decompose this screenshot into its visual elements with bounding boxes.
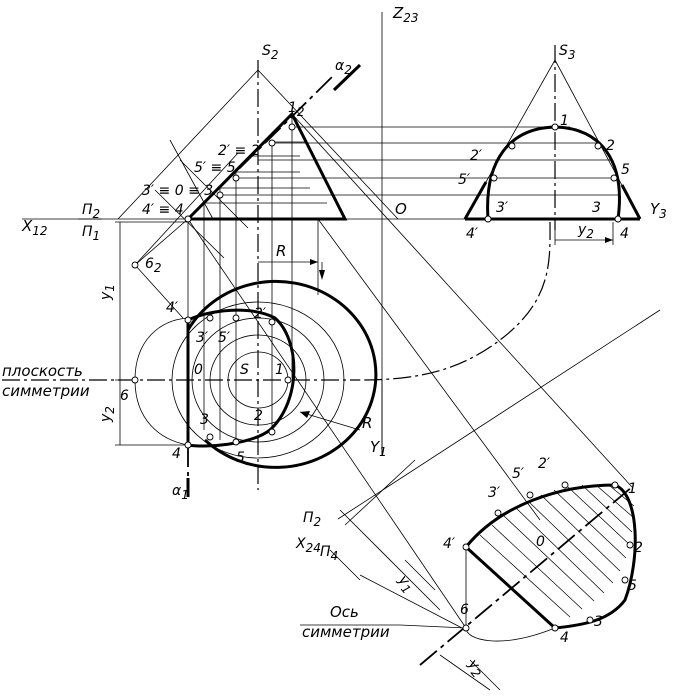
label-2-1: 2 bbox=[254, 408, 263, 424]
label-1-1: 1 bbox=[275, 362, 284, 378]
label-x24: X24 bbox=[295, 536, 321, 555]
label-5prime-1: 5′ bbox=[218, 330, 231, 346]
label-y2-side: y2 bbox=[577, 222, 594, 241]
label-3prime-2: 3′ ≡ 0 ≡ 3 bbox=[142, 183, 213, 199]
label-5prime-4: 5′ bbox=[512, 466, 525, 482]
label-y1-left: y1 bbox=[98, 284, 117, 301]
label-o: O bbox=[395, 200, 407, 218]
label-s2: S2 bbox=[262, 43, 279, 62]
label-z23: Z23 bbox=[392, 4, 419, 25]
label-6-2: 62 bbox=[145, 256, 162, 275]
transfer-arc bbox=[359, 221, 551, 381]
label-2-3: 2 bbox=[606, 138, 615, 154]
label-axis-symmetry-2: симметрии bbox=[302, 623, 390, 641]
label-5-3: 5 bbox=[621, 162, 630, 178]
label-1-3: 1 bbox=[560, 113, 569, 129]
radius-dimension-top bbox=[258, 259, 325, 280]
label-3prime-1: 3′ bbox=[196, 330, 209, 346]
label-1-2: 12 bbox=[288, 100, 305, 119]
label-5-1: 5 bbox=[236, 450, 245, 466]
label-axis-symmetry-1: Ось bbox=[330, 603, 359, 621]
label-r-top: R bbox=[276, 242, 286, 260]
label-2prime-1: 2′ bbox=[254, 306, 267, 322]
label-5prime-2: 5′ ≡ 5 bbox=[194, 160, 236, 176]
label-4-4: 4 bbox=[560, 630, 569, 646]
label-5prime-3: 5′ bbox=[458, 172, 471, 188]
label-4prime-1: 4′ bbox=[166, 300, 179, 316]
label-2prime-3: 2′ bbox=[470, 148, 483, 164]
front-view-cone bbox=[117, 60, 399, 490]
label-2-4: 2 bbox=[634, 540, 643, 556]
label-plane-symmetry-1: плоскость bbox=[2, 362, 83, 380]
label-pi2: П2 bbox=[82, 202, 100, 221]
projection-lines-horizontal bbox=[220, 126, 620, 196]
label-2prime-2: 2′ ≡ 2 bbox=[218, 143, 260, 159]
label-y2-aux: y2 bbox=[462, 656, 487, 681]
label-4-1: 4 bbox=[172, 446, 181, 462]
label-5-4: 5 bbox=[628, 578, 637, 594]
label-6-1: 6 bbox=[120, 388, 129, 404]
label-3prime-3: 3′ bbox=[496, 200, 509, 216]
construction-points bbox=[131, 123, 634, 632]
auxiliary-construction-lines bbox=[187, 113, 633, 629]
label-4prime-3: 4′ bbox=[466, 226, 479, 242]
label-3prime-4: 3′ bbox=[488, 485, 501, 501]
label-r-bottom: R bbox=[362, 414, 372, 432]
label-pi1: П1 bbox=[82, 224, 100, 243]
label-4prime-2: 4′ ≡ 4 bbox=[142, 202, 184, 218]
label-s3: S3 bbox=[559, 43, 576, 62]
label-1-4: 1 bbox=[628, 481, 637, 497]
label-6-4: 6 bbox=[460, 602, 469, 618]
label-alpha1: α1 bbox=[172, 483, 189, 502]
label-4prime-4: 4′ bbox=[443, 536, 456, 552]
labels: Z23 S2 S3 α2 α1 12 2′ ≡ 2 5′ ≡ 5 3′ ≡ 0 … bbox=[2, 4, 667, 681]
label-4-3: 4 bbox=[620, 226, 629, 242]
label-y3: Y3 bbox=[650, 200, 667, 221]
label-pi4: П4 bbox=[320, 544, 338, 563]
label-2prime-4: 2′ bbox=[538, 456, 551, 472]
label-3-4: 3 bbox=[594, 614, 603, 630]
label-s1: S bbox=[240, 362, 249, 378]
label-alpha2: α2 bbox=[335, 58, 352, 77]
label-plane-symmetry-2: симметрии bbox=[2, 382, 90, 400]
label-y2-left: y2 bbox=[98, 406, 117, 423]
top-view bbox=[2, 221, 383, 497]
label-o4: 0 bbox=[536, 534, 545, 550]
label-3-3: 3 bbox=[592, 200, 601, 216]
label-y1: Y1 bbox=[370, 438, 387, 459]
label-pi2-b: П2 bbox=[303, 510, 321, 529]
label-x12: X12 bbox=[21, 217, 48, 238]
label-o1: 0 bbox=[194, 362, 203, 378]
true-shape-section bbox=[300, 309, 661, 691]
label-3-1: 3 bbox=[200, 412, 209, 428]
